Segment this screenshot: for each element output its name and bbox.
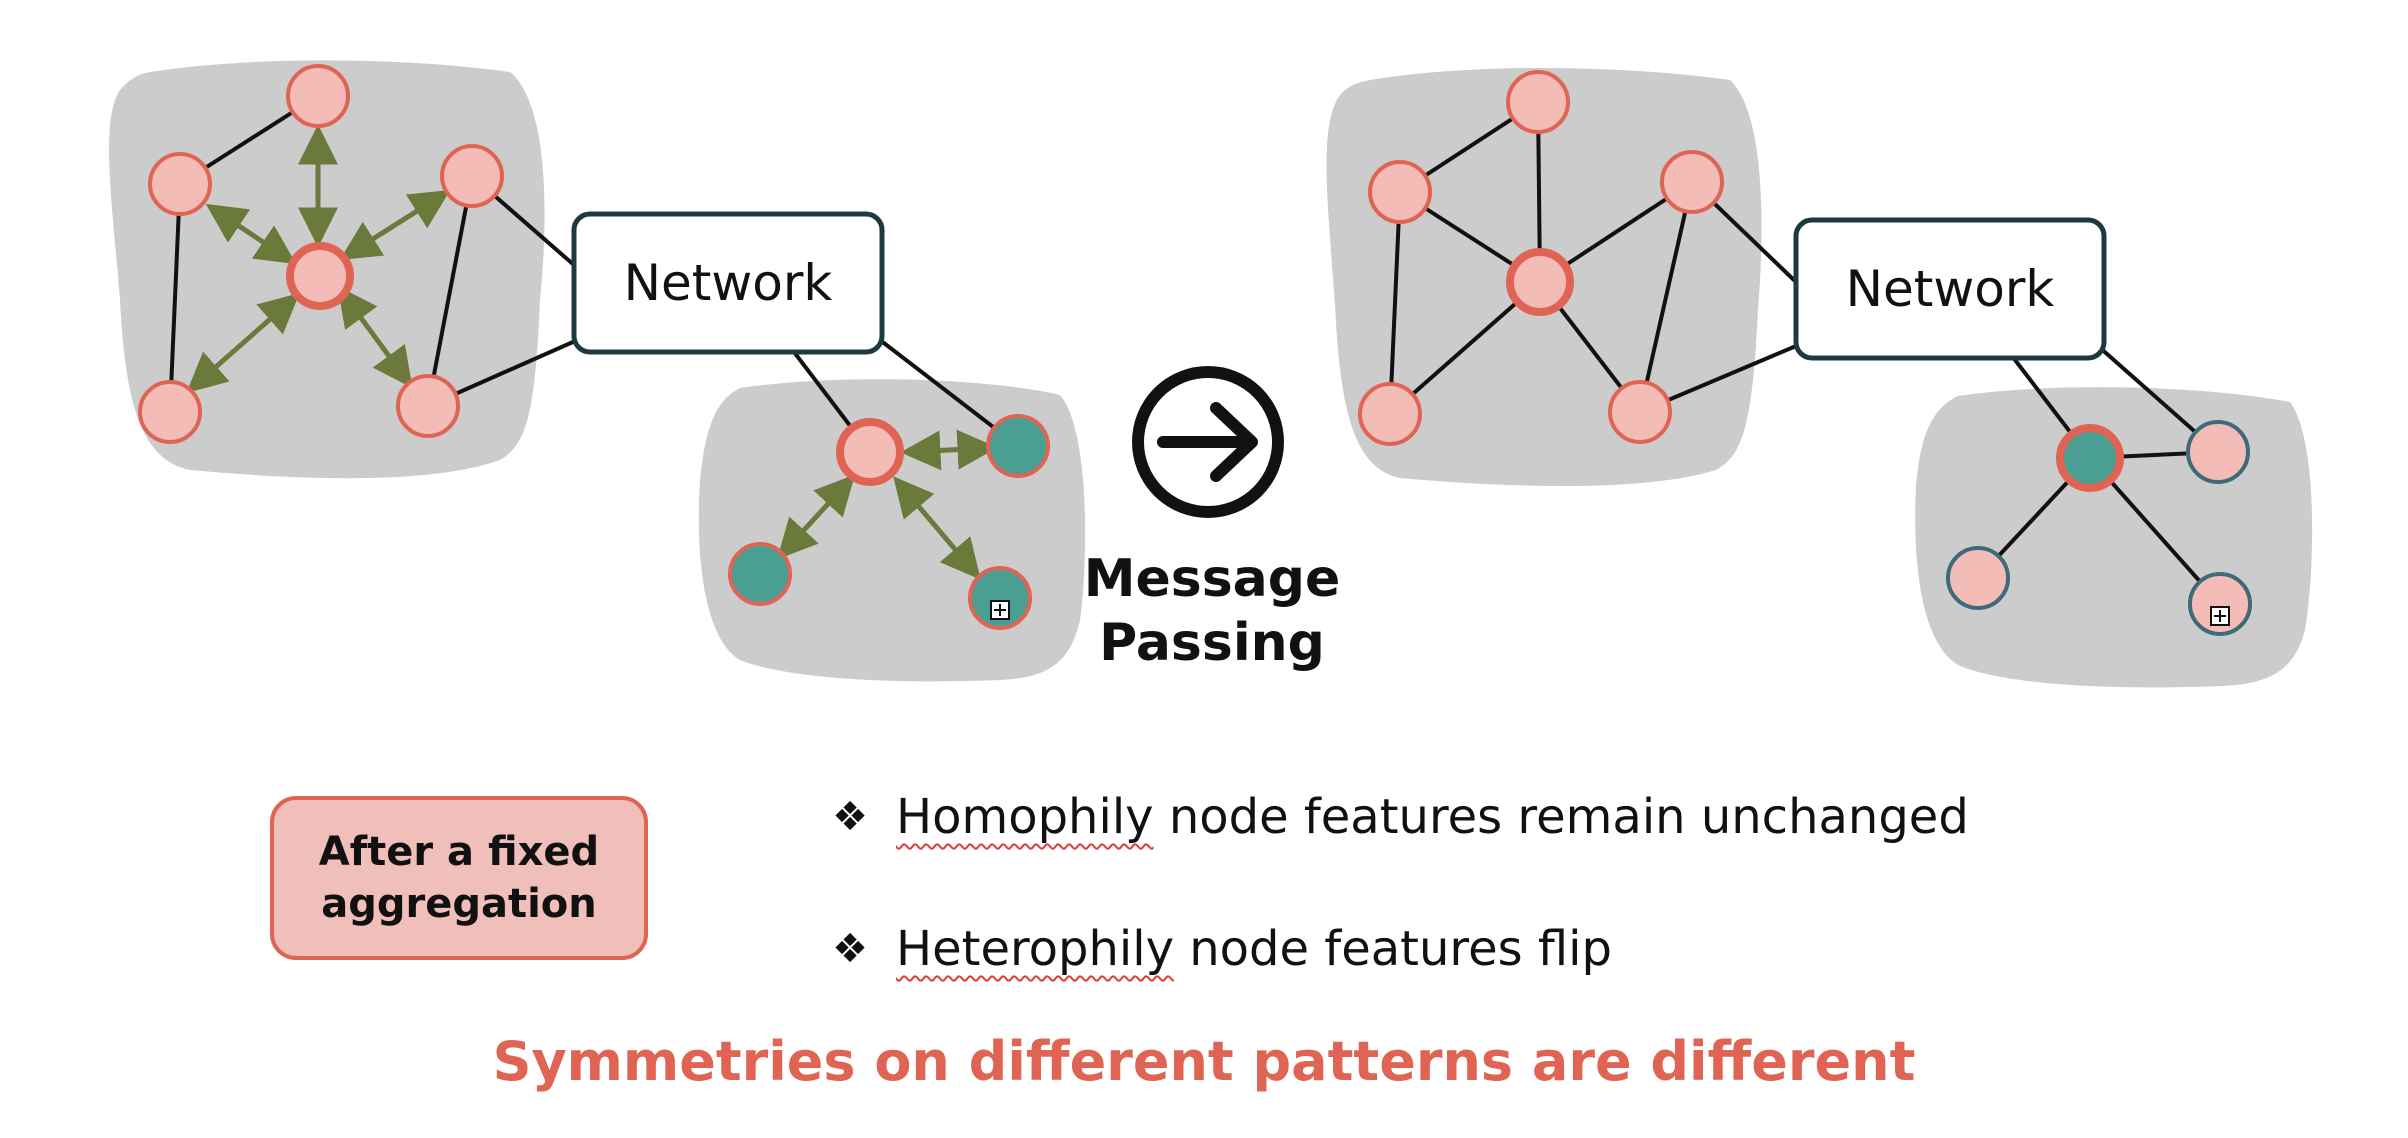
aggregation-label: After a fixed aggregation — [318, 829, 600, 927]
center-node-flipped — [2056, 424, 2124, 492]
node — [148, 152, 212, 216]
node — [1358, 382, 1422, 446]
center-node — [1506, 248, 1574, 316]
node — [396, 374, 460, 438]
message-passing-label-line1: Message — [1084, 549, 1341, 609]
left-nodes-community-1 — [138, 64, 504, 444]
bullet-term: Heterophily — [896, 921, 1174, 977]
flipped-node — [2186, 420, 2250, 484]
node — [1368, 160, 1432, 224]
diamond-bullet-icon: ❖ — [832, 794, 868, 840]
right-network-box: Network — [1793, 217, 2107, 361]
message-passing-label-line2: Passing — [1099, 613, 1325, 673]
teal-node — [986, 414, 1050, 478]
center-node — [286, 242, 354, 310]
bullet-homophily: ❖ Homophily node features remain unchang… — [828, 782, 1969, 852]
left-nodes-community-2 — [728, 414, 1050, 630]
right-network-label: Network — [1846, 260, 2055, 318]
right-graph-group: Network — [1326, 67, 2313, 688]
node — [440, 144, 504, 208]
node — [1506, 70, 1570, 134]
flipped-node — [2188, 572, 2252, 636]
expand-icon — [990, 600, 1010, 620]
aggregation-callout: After a fixed aggregation — [270, 796, 648, 960]
center-node — [836, 418, 904, 486]
left-message-arrows — [186, 124, 998, 580]
flipped-node — [1946, 546, 2010, 610]
message-passing-indicator: Message Passing — [1084, 366, 1341, 673]
teal-node — [968, 566, 1032, 630]
node — [1608, 380, 1672, 444]
conclusion-text: Symmetries on different patterns are dif… — [492, 1030, 1916, 1093]
teal-node — [728, 542, 792, 606]
right-nodes-community-1 — [1358, 70, 1724, 446]
arrow-right-circle-icon — [1132, 366, 1284, 518]
left-graph-group: Network — [109, 60, 1086, 682]
right-nodes-community-2 — [1946, 420, 2252, 636]
diamond-bullet-icon: ❖ — [832, 926, 868, 972]
left-network-label: Network — [624, 254, 833, 312]
right-community-blob-2 — [1915, 387, 2313, 688]
bullet-text: node features flip — [1174, 921, 1612, 977]
bullet-term: Homophily — [896, 789, 1154, 845]
expand-icon — [2210, 606, 2230, 626]
node — [1660, 150, 1724, 214]
node — [286, 64, 350, 128]
bullet-text: node features remain unchanged — [1153, 789, 1969, 845]
left-network-box: Network — [571, 211, 885, 355]
node — [138, 380, 202, 444]
bullet-heterophily: ❖ Heterophily node features flip — [828, 914, 1612, 984]
